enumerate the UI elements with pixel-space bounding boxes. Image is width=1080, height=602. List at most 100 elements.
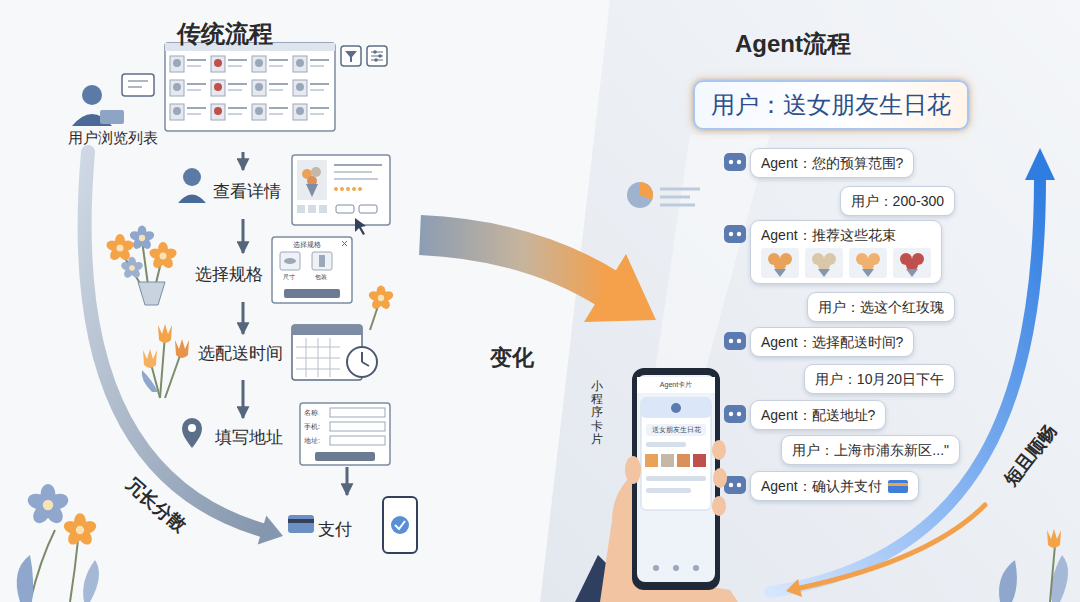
list-screen — [255, 83, 263, 91]
phone — [671, 403, 681, 413]
bouquet-thumbnail — [849, 248, 887, 278]
detail-screen — [336, 205, 354, 213]
node-text: 用户浏览列表 — [68, 128, 158, 148]
list-screen — [293, 56, 307, 72]
flower-decoration — [62, 513, 98, 547]
list-screen — [187, 83, 206, 85]
flower-decoration — [70, 540, 78, 602]
screen-text: Agent卡片 — [660, 380, 692, 390]
list-screen — [214, 59, 222, 67]
list-screen — [187, 65, 201, 67]
robot-icon — [737, 412, 741, 416]
smooth-flow-arrow — [770, 148, 1055, 597]
change-arrow — [420, 235, 656, 322]
flow-arrow — [242, 219, 245, 253]
robot-icon — [737, 160, 741, 164]
payment-icons — [395, 521, 405, 529]
phone — [637, 377, 715, 393]
detail-screen — [308, 205, 316, 213]
list-screen — [228, 65, 242, 67]
list-screen — [269, 113, 283, 115]
hand — [712, 496, 726, 516]
card-icon — [888, 483, 908, 486]
flower-bouquet — [138, 282, 165, 305]
chat-bubble: Agent：配送地址? — [750, 400, 886, 430]
chat-icon — [128, 87, 142, 88]
phone — [646, 424, 706, 436]
flower-decoration — [17, 484, 99, 602]
phone — [637, 375, 715, 582]
arrow-label: 变化 — [490, 343, 534, 373]
detail-screen — [334, 178, 378, 180]
list-screen — [252, 104, 288, 120]
list-screen — [310, 83, 329, 85]
list-screen — [187, 59, 206, 61]
form-field: 地址: — [304, 436, 320, 446]
user-icon — [72, 85, 124, 126]
flower-decoration — [26, 484, 71, 526]
list-screen — [211, 56, 225, 72]
list-screen — [269, 83, 288, 85]
list-screen — [214, 83, 222, 91]
phone — [645, 454, 658, 467]
user-icon — [183, 168, 201, 186]
arrow-label: 冗长分散 — [121, 472, 191, 537]
flow-arrow — [346, 467, 349, 495]
phone — [646, 476, 706, 481]
card-icon — [888, 480, 908, 493]
detail-screen — [340, 187, 344, 191]
list-screen — [269, 65, 283, 67]
chart-icon — [627, 182, 700, 208]
node-text: 支付 — [318, 520, 352, 540]
detail-screen — [334, 187, 338, 191]
phone-caption: 小程序卡片 — [591, 380, 603, 446]
payment-icons — [288, 497, 417, 553]
chat-bubble: Agent：确认并支付 — [750, 471, 919, 501]
calendar-icon — [292, 325, 362, 335]
list-screen — [211, 80, 247, 96]
filter-icons — [373, 50, 377, 54]
robot-icon — [724, 405, 746, 423]
chat-bubble: 用户：200-300 — [840, 186, 955, 216]
list-screen — [310, 107, 329, 109]
arrow-label: 短且顺畅 — [998, 419, 1061, 491]
bouquet-thumbnail — [774, 269, 786, 277]
long-flow-arrow — [85, 152, 283, 544]
list-screen — [187, 113, 201, 115]
detail-screen — [297, 160, 327, 200]
phone — [646, 488, 691, 493]
list-screen — [170, 80, 206, 96]
spec-dialog — [312, 252, 332, 270]
filter-icons — [374, 58, 378, 62]
node-text: 查看详情 — [213, 182, 281, 202]
chat-bubble: Agent：推荐这些花束 — [750, 220, 942, 284]
node-text: 用户：送女朋友生日花 — [711, 91, 951, 118]
long-flow-arrow — [258, 516, 283, 545]
phone — [632, 368, 720, 590]
detail-screen — [346, 187, 350, 191]
bouquet-thumbnail — [761, 248, 799, 278]
robot-icon — [724, 332, 746, 350]
list-screen — [214, 107, 222, 115]
detail-screen — [352, 187, 356, 191]
robot-icon — [729, 232, 733, 236]
bouquet-row — [761, 248, 931, 278]
tulips — [160, 335, 165, 398]
robot-icon — [724, 405, 746, 423]
location-pin — [188, 424, 196, 432]
calendar-icon — [361, 352, 363, 362]
list-screen — [269, 107, 288, 109]
node-text: Agent：确认并支付 — [761, 478, 882, 494]
chat-bubble: 用户：10月20日下午 — [804, 364, 955, 394]
user-icon — [178, 168, 206, 203]
robot-icon — [724, 476, 746, 494]
hand — [712, 440, 726, 460]
node-text: 用户：200-300 — [851, 193, 944, 209]
node-text: 填写地址 — [215, 428, 283, 448]
chart-icon — [660, 196, 690, 199]
detail-screen — [306, 184, 318, 197]
list-screen — [187, 107, 206, 109]
